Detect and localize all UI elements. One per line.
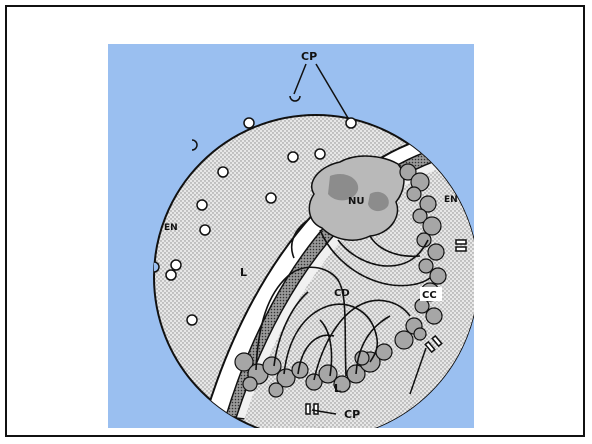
label-cd: CD	[334, 288, 350, 299]
label-cp-bottom: CP	[344, 408, 360, 421]
label-en-inner: EN	[444, 195, 458, 205]
label-cc: CC	[422, 290, 437, 301]
label-en-outer: EN	[164, 223, 178, 233]
figure-frame: CP CP EN EN NU L L CD CC	[5, 5, 585, 437]
label-l-left: L	[240, 266, 247, 279]
label-cp-top: CP	[301, 50, 317, 63]
nucleus-diagram: CP CP EN EN NU L L CD CC	[108, 44, 474, 428]
label-l-bottom: L	[334, 382, 341, 395]
label-nu: NU	[348, 196, 365, 207]
